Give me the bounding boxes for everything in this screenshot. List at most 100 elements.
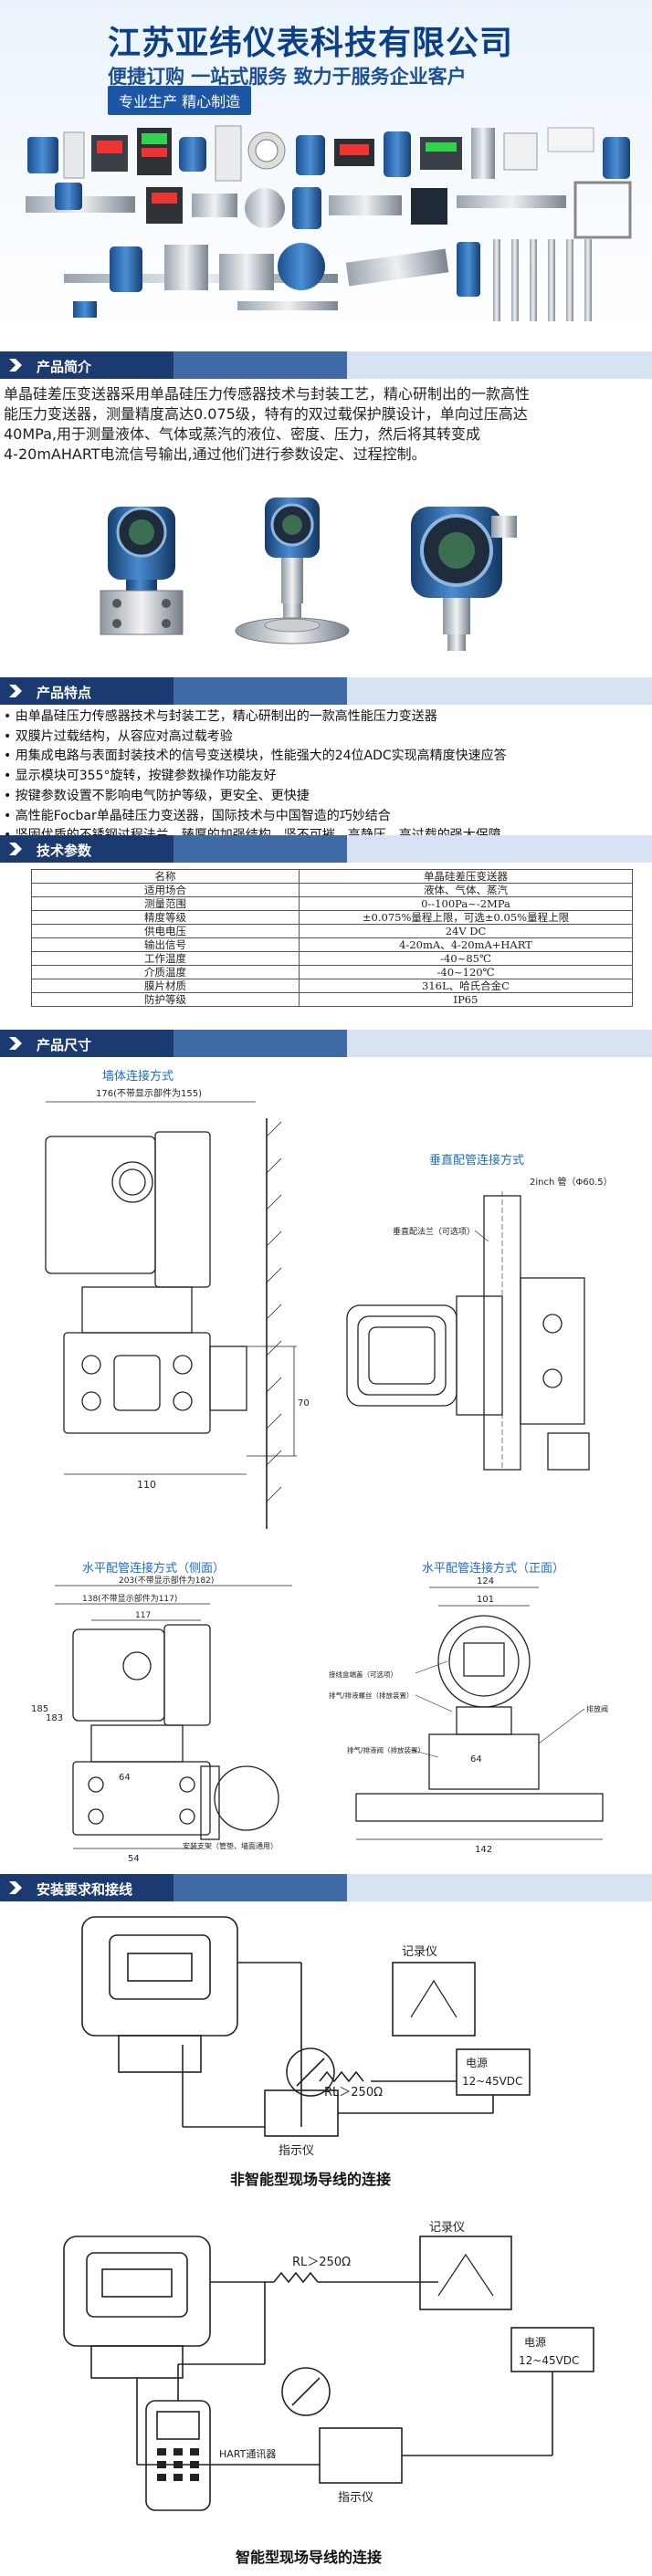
- drawing-wall-mount: 176(不带显示部件为155) 70 110: [45, 1087, 310, 1529]
- dim-label-pipe: 2inch 管（Φ60.5）: [530, 1176, 613, 1188]
- transmitter-photo-1: [100, 507, 184, 635]
- spec-value: -40~85℃: [299, 951, 633, 966]
- dim-label-185: 185: [31, 1704, 48, 1714]
- spec-value: 316L、哈氏合金C: [299, 979, 633, 993]
- transmitter-photo-3: [411, 507, 517, 651]
- drawing-horizontal-front: 124 101 64 142 接线盒端盖（可选项） 排气/排液螺丝（排放装置） …: [329, 1576, 608, 1855]
- intro-paragraph: 单晶硅差压变送器采用单晶硅压力传感器技术与封装工艺，精心研制出的一款高性 能压力…: [4, 384, 648, 465]
- drawing-horizontal-side: 203(不带显示部件为182) 138(不带显示部件为117) 117 185 …: [31, 1575, 292, 1864]
- hart-label: HART通讯器: [219, 2448, 276, 2460]
- spec-value: -40~120℃: [299, 965, 633, 979]
- spec-row: 精度等级±0.075%量程上限，可选±0.05%量程上限: [31, 910, 633, 925]
- spec-key: 防护等级: [31, 992, 300, 1007]
- dim-title-horizontal-side: 水平配管连接方式（侧面）: [82, 1562, 226, 1576]
- spec-key: 适用场合: [31, 883, 300, 897]
- front-label-1: 接线盒端盖（可选项）: [329, 1670, 397, 1679]
- spec-value: 24V DC: [299, 924, 633, 938]
- bolt-label: 垂直配法兰（可选项）: [393, 1226, 475, 1237]
- spec-value: IP65: [299, 992, 633, 1007]
- section-bar-features: 产品特点: [0, 677, 652, 705]
- chevron-icon: [9, 685, 22, 697]
- front-label-4: 排放阀: [586, 1704, 608, 1713]
- power-value-1: 12~45VDC: [462, 2075, 522, 2088]
- instrument-row-top: [27, 125, 630, 182]
- dim-label-wall-top: 176(不带显示部件为155): [96, 1087, 202, 1099]
- spec-key: 名称: [31, 869, 300, 884]
- caption-basic-wiring: 非智能型现场导线的连接: [230, 2171, 392, 2188]
- bracket-label: 安装支架（管垫、墙面通用）: [183, 1841, 278, 1850]
- section-title-params: 技术参数: [37, 843, 92, 859]
- dim-label-wall-110: 110: [137, 1479, 156, 1491]
- product-collage: [26, 125, 632, 321]
- instrument-row-middle: [26, 181, 632, 239]
- spec-key: 膜片材质: [31, 979, 300, 993]
- section-title-intro: 产品简介: [37, 359, 92, 375]
- transmitter-photo-2: [235, 497, 350, 644]
- chevron-icon: [9, 1037, 22, 1050]
- feature-item: • 由单晶硅压力传感器技术与封装工艺，精心研制出的一款高性能压力变送器: [4, 709, 437, 724]
- intro-line: 4-20mAHART电流信号输出,通过他们进行参数设定、过程控制。: [4, 445, 426, 463]
- front-label-2: 排气/排液螺丝（排放装置）: [329, 1691, 414, 1700]
- spec-key: 工作温度: [31, 951, 300, 966]
- intro-line: 单晶硅差压变送器采用单晶硅压力传感器技术与封装工艺，精心研制出的一款高性: [4, 385, 531, 403]
- spec-key: 精度等级: [31, 910, 300, 925]
- spec-key: 输出信号: [31, 937, 300, 952]
- spec-value: ±0.075%量程上限，可选±0.05%量程上限: [299, 910, 633, 925]
- drawing-vertical-pipe: 2inch 管（Φ60.5） 垂直配法兰（可选项）: [346, 1176, 613, 1471]
- front-label-3: 排气/排液阀（排放装置）: [347, 1745, 425, 1754]
- wiring-diagram-basic: RL＞250Ω 记录仪 电源 12~45VDC 指示仪: [81, 1916, 531, 2158]
- feature-item: • 按键参数设置不影响电气防护等级，更安全、更快捷: [4, 788, 310, 803]
- dim-label-54: 54: [128, 1854, 140, 1864]
- section-bar-dimensions: 产品尺寸: [0, 1030, 652, 1057]
- recorder-label-1: 记录仪: [402, 1945, 437, 1959]
- section-title-features: 产品特点: [37, 685, 92, 701]
- company-name: 江苏亚纬仪表科技有限公司: [108, 25, 514, 62]
- spec-key: 供电电压: [31, 924, 300, 938]
- feature-item: • 高性能Focbar单晶硅压力变送器，国际技术与中国智造的巧妙结合: [4, 808, 391, 823]
- company-tagline: 专业生产 精心制造: [108, 86, 252, 115]
- spec-row: 名称单晶硅差压变送器: [31, 869, 633, 884]
- chevron-icon: [9, 359, 22, 372]
- feature-item: • 用集成电路与表面封装技术的信号变送模块，性能强大的24位ADC实现高精度快速…: [4, 749, 507, 764]
- company-slogan: 便捷订购 一站式服务 致力于服务企业客户: [108, 66, 467, 88]
- header-banner: 江苏亚纬仪表科技有限公司 便捷订购 一站式服务 致力于服务企业客户 专业生产 精…: [0, 0, 652, 336]
- spec-row: 介质温度-40~120℃: [31, 965, 633, 979]
- section-bar-install: 安装要求和接线: [0, 1874, 652, 1901]
- spec-value: 0--100Pa~-2MPa: [299, 896, 633, 911]
- spec-key: 测量范围: [31, 896, 300, 911]
- spec-key: 介质温度: [31, 965, 300, 979]
- section-bar-intro: 产品简介: [0, 351, 652, 379]
- caption-smart-wiring: 智能型现场导线的连接: [236, 2549, 383, 2566]
- spec-value: 液体、气体、蒸汽: [299, 883, 633, 897]
- spec-row: 适用场合液体、气体、蒸汽: [31, 883, 633, 897]
- section-bar-params: 技术参数: [0, 835, 652, 863]
- power-label-2: 电源: [524, 2336, 546, 2349]
- dim-title-wall: 墙体连接方式: [102, 1070, 174, 1084]
- dim-title-horizontal-front: 水平配管连接方式（正面）: [422, 1562, 565, 1576]
- section-title-dimensions: 产品尺寸: [37, 1037, 92, 1053]
- features-list: • 由单晶硅压力传感器技术与封装工艺，精心研制出的一款高性能压力变送器 • 双膜…: [4, 707, 648, 846]
- dim-label-183: 183: [46, 1713, 63, 1723]
- power-label-1: 电源: [466, 2057, 488, 2069]
- dim-label-203: 203(不带显示部件为182): [119, 1575, 214, 1586]
- section-title-install: 安装要求和接线: [37, 1881, 133, 1898]
- instrument-row-bottom: [64, 239, 592, 321]
- wiring-diagram-smart: RL＞250Ω 记录仪 电源 12~45VDC HART通讯器 指示仪: [63, 2221, 594, 2511]
- dim-label-142: 142: [475, 1845, 492, 1855]
- intro-line: 能压力变送器，测量精度高达0.075级，特有的双过载保护膜设计，单向过压高达: [4, 405, 528, 423]
- spec-value: 4-20mA、4-20mA+HART: [299, 937, 633, 952]
- chevron-icon: [9, 843, 22, 855]
- dim-label-front-64: 64: [470, 1754, 482, 1764]
- feature-item: • 显示模块可355°旋转，按键参数操作功能友好: [4, 769, 277, 784]
- indicator-label-2: 指示仪: [338, 2491, 373, 2505]
- feature-item: • 双膜片过载结构，从容应对高过载考验: [4, 728, 233, 744]
- dim-label-wall-70: 70: [298, 1398, 310, 1408]
- recorder-label-2: 记录仪: [429, 2221, 465, 2235]
- indicator-label-1: 指示仪: [279, 2144, 314, 2158]
